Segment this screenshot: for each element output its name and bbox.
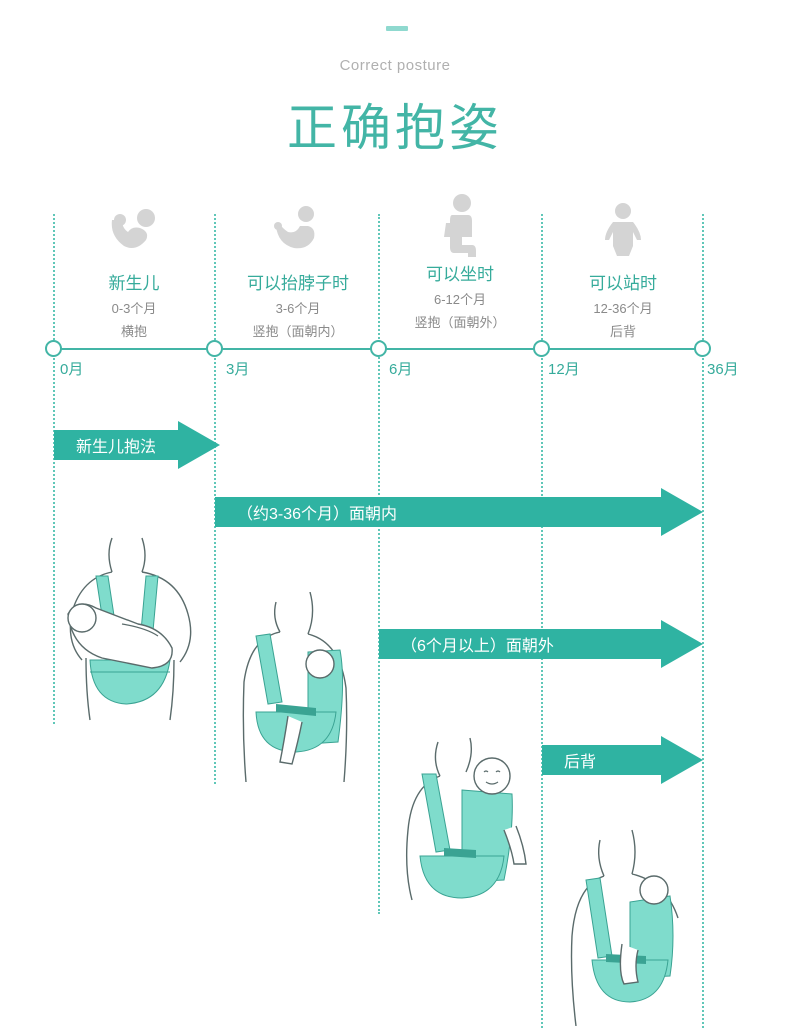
stage-range: 12-36个月 xyxy=(593,301,653,316)
timeline-node xyxy=(533,340,550,357)
stage-hold: 竖抱（面朝外） xyxy=(414,315,506,330)
arrow-head xyxy=(661,736,703,784)
top-accent-bar xyxy=(386,26,408,31)
stage-standing: 可以站时 12-36个月 后背 xyxy=(548,202,698,340)
stage-hold: 横抱 xyxy=(120,324,147,339)
back-carry-illustration xyxy=(570,829,679,1026)
stage-range: 3-6个月 xyxy=(275,301,321,316)
guide-line-6 xyxy=(378,214,380,914)
stage-name: 可以抬脖子时 xyxy=(247,274,349,293)
timeline-label-0: 0月 xyxy=(60,361,84,378)
newborn-hold-illustration xyxy=(67,537,192,721)
timeline-label-3: 3月 xyxy=(226,361,250,378)
stage-hold: 竖抱（面朝内） xyxy=(252,324,344,339)
timeline-label-6: 6月 xyxy=(389,361,413,378)
timeline-node xyxy=(206,340,223,357)
stage-range: 6-12个月 xyxy=(433,292,487,307)
baby-standing-icon xyxy=(605,203,641,256)
guide-line-12 xyxy=(541,214,543,1028)
stage-newborn: 新生儿 0-3个月 横抱 xyxy=(59,202,209,340)
arrow-label: 新生儿抱法 xyxy=(54,430,178,460)
timeline-label-36: 36月 xyxy=(707,361,739,378)
timeline-node xyxy=(45,340,62,357)
arrow-label: （约3-36个月）面朝内 xyxy=(215,497,661,527)
guide-line-0 xyxy=(53,214,55,724)
timeline-node xyxy=(370,340,387,357)
arrow-back-carry: 后背 xyxy=(542,736,703,784)
arrow-label: （6个月以上）面朝外 xyxy=(379,629,661,659)
arrow-label: 后背 xyxy=(542,745,661,775)
stage-name: 新生儿 xyxy=(108,274,160,293)
section-title: 正确抱姿 xyxy=(287,100,503,156)
timeline-label-12: 12月 xyxy=(548,361,580,378)
stage-name: 可以站时 xyxy=(589,274,657,293)
timeline-node xyxy=(694,340,711,357)
face-in-carry-illustration xyxy=(242,592,348,782)
stage-range: 0-3个月 xyxy=(111,301,157,316)
arrow-face-in: （约3-36个月）面朝内 xyxy=(215,488,703,536)
newborn-icon xyxy=(111,209,155,248)
arrow-newborn-hold: 新生儿抱法 xyxy=(54,421,220,469)
arrow-head xyxy=(178,421,220,469)
stage-lift-neck: 可以抬脖子时 3-6个月 竖抱（面朝内） xyxy=(223,202,373,340)
baby-sitting-icon xyxy=(444,194,476,257)
guide-line-36 xyxy=(702,214,704,1028)
face-out-carry-illustration xyxy=(405,737,527,901)
stage-hold: 后背 xyxy=(609,324,636,339)
arrow-head xyxy=(661,488,703,536)
baby-lift-neck-icon xyxy=(274,206,315,249)
arrow-face-out: （6个月以上）面朝外 xyxy=(379,620,703,668)
stage-name: 可以坐时 xyxy=(426,265,494,284)
stage-sitting: 可以坐时 6-12个月 竖抱（面朝外） xyxy=(385,193,535,331)
section-subtitle: Correct posture xyxy=(339,57,451,74)
arrow-head xyxy=(661,620,703,668)
